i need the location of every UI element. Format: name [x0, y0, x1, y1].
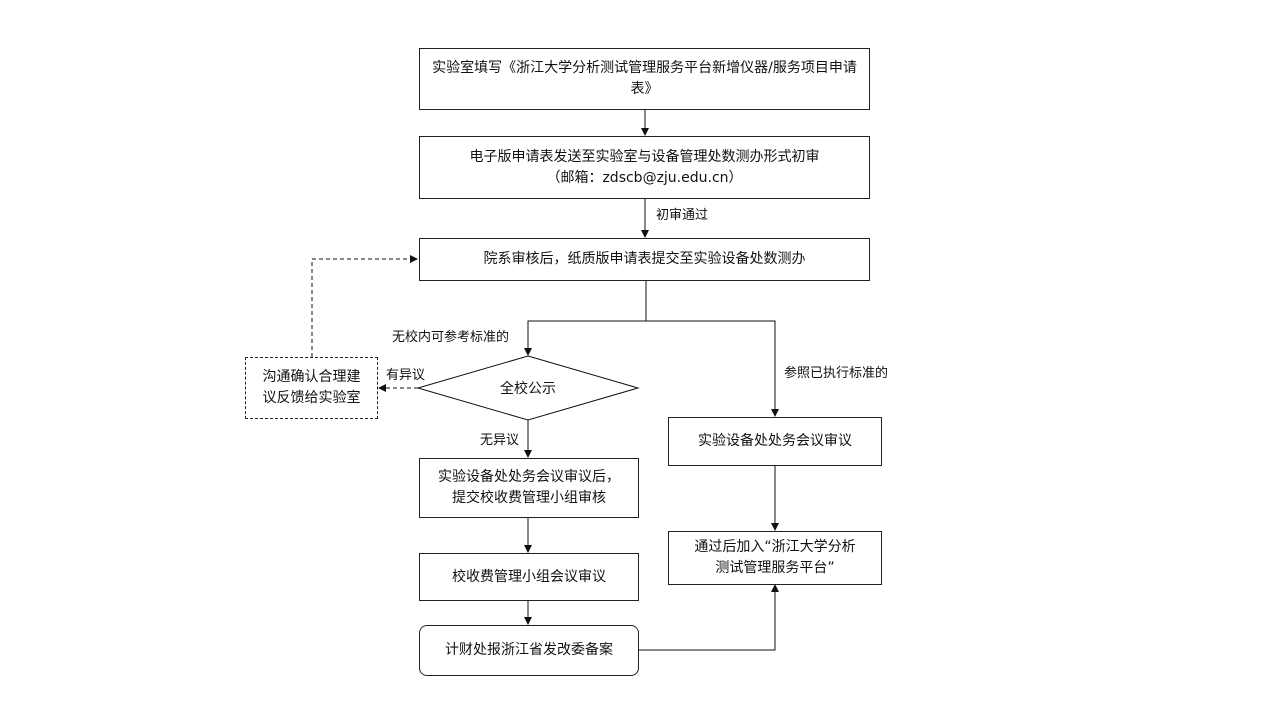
- node-join-platform-line2: 测试管理服务平台”: [715, 560, 835, 576]
- node-feedback-line2: 议反馈给实验室: [262, 390, 361, 406]
- node-feedback-line1: 沟通确认合理建: [262, 369, 361, 385]
- node-provincial-filing-text: 计财处报浙江省发改委备案: [445, 642, 613, 658]
- label-initial-pass: 初审通过: [656, 208, 709, 223]
- node-fill-application-form-text: 实验室填写《浙江大学分析测试管理服务平台新增仪器/服务项目申请表》: [432, 60, 857, 97]
- arrow-n3-to-r1: [646, 320, 779, 417]
- node-equipment-office-review-line2: 提交校收费管理小组审核: [452, 490, 606, 506]
- node-fee-committee-review: 校收费管理小组会议审议: [419, 553, 639, 601]
- node-fee-committee-review-text: 校收费管理小组会议审议: [452, 568, 606, 585]
- node-equipment-office-review: 实验设备处处务会议审议后， 提交校收费管理小组审核: [419, 458, 639, 518]
- node-equipment-office-meeting: 实验设备处处务会议审议: [668, 417, 882, 466]
- node-equipment-office-meeting-text: 实验设备处处务会议审议: [698, 433, 852, 449]
- node-electronic-submission-line2: （邮箱：zdscb@zju.edu.cn）: [546, 169, 743, 186]
- node-join-platform: 通过后加入“浙江大学分析 测试管理服务平台”: [668, 531, 882, 585]
- arrow-feedback-to-n3: [311, 255, 418, 357]
- node-provincial-filing: 计财处报浙江省发改委备案: [419, 625, 639, 676]
- node-join-platform-line1: 通过后加入“浙江大学分析: [694, 539, 856, 555]
- node-equipment-office-review-line1: 实验设备处处务会议审议后，: [438, 469, 620, 485]
- decision-diamond-shape: [416, 355, 640, 421]
- label-has-objection: 有异议: [386, 368, 426, 383]
- arrow-n3-to-decision: [524, 281, 647, 356]
- node-electronic-submission-line1: 电子版申请表发送至实验室与设备管理处数测办形式初审: [469, 148, 820, 165]
- decision-school-announcement-text: 全校公示: [500, 381, 556, 397]
- node-fill-application-form: 实验室填写《浙江大学分析测试管理服务平台新增仪器/服务项目申请表》: [419, 48, 870, 110]
- label-no-school-standard: 无校内可参考标准的: [392, 330, 510, 345]
- node-paper-submission-text: 院系审核后，纸质版申请表提交至实验设备处数测办: [483, 251, 806, 267]
- node-electronic-submission: 电子版申请表发送至实验室与设备管理处数测办形式初审 （邮箱：zdscb@zju.…: [419, 136, 870, 199]
- node-paper-submission: 院系审核后，纸质版申请表提交至实验设备处数测办: [419, 238, 870, 281]
- label-no-objection: 无异议: [480, 433, 520, 448]
- node-feedback-to-lab: 沟通确认合理建 议反馈给实验室: [245, 357, 378, 419]
- label-existing-standard: 参照已执行标准的: [784, 366, 889, 381]
- decision-school-announcement: 全校公示: [468, 374, 588, 402]
- arrow-n6-to-r2: [638, 584, 779, 651]
